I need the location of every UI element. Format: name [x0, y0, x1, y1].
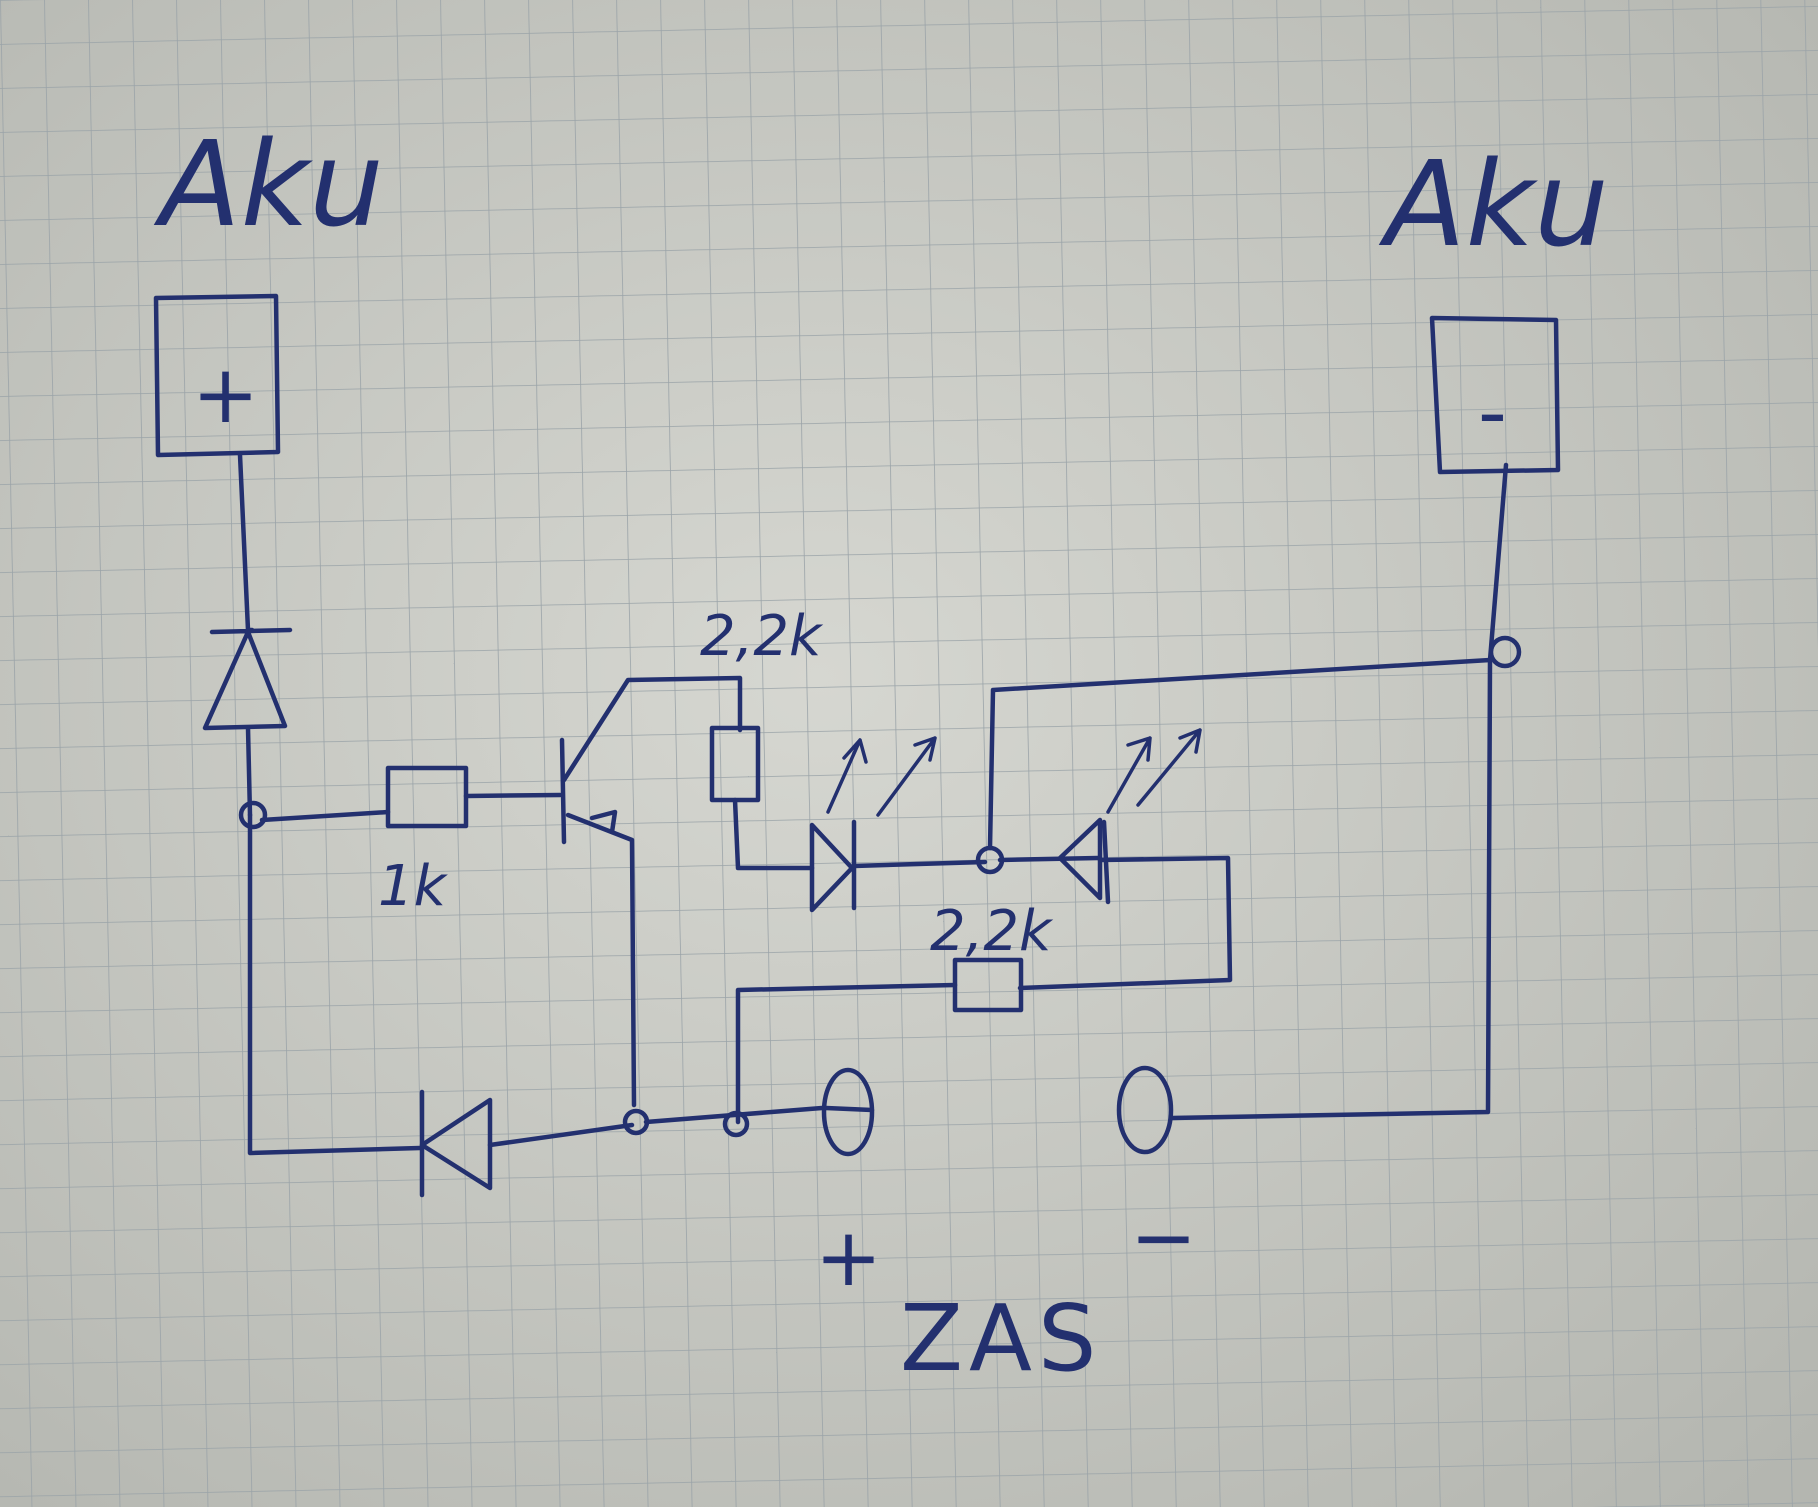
junction-negative [1488, 635, 1522, 669]
resistor-1k-label: 1k [378, 854, 449, 919]
output-plus-label: + [815, 1211, 882, 1304]
battery-negative-terminal: - [1429, 315, 1561, 475]
wire-left-rail [247, 812, 423, 1156]
wire-to-negative-rail [987, 657, 1493, 851]
top-diode [202, 627, 293, 818]
junction-left [238, 800, 268, 830]
resistor-collector-label: 2,2k [700, 604, 824, 669]
led-2 [997, 728, 1233, 991]
transistor [559, 675, 743, 1108]
wire-to-led1 [732, 797, 815, 871]
output-terminal-minus [1116, 462, 1509, 1155]
output-minus-label: − [1130, 1191, 1197, 1284]
resistor-bottom-label: 2,2k [930, 899, 1054, 964]
bottom-diode [419, 1089, 635, 1198]
wire-to-base-resistor [259, 809, 391, 823]
led-1 [809, 736, 988, 913]
battery-positive-label: Aku [153, 115, 384, 253]
wire-bottom-resistor-down [735, 982, 958, 1125]
battery-positive-terminal: + [153, 293, 281, 458]
battery-negative-label: Aku [1378, 135, 1609, 273]
output-terminal-plus [821, 1067, 875, 1157]
wire-to-output-plus [643, 1105, 825, 1125]
output-zas-label: ZAS [900, 1285, 1102, 1392]
minus-sign: - [1478, 366, 1507, 459]
wire-to-transistor-base [463, 792, 563, 799]
wire-positive-down [237, 452, 251, 633]
plus-sign: + [192, 348, 259, 441]
